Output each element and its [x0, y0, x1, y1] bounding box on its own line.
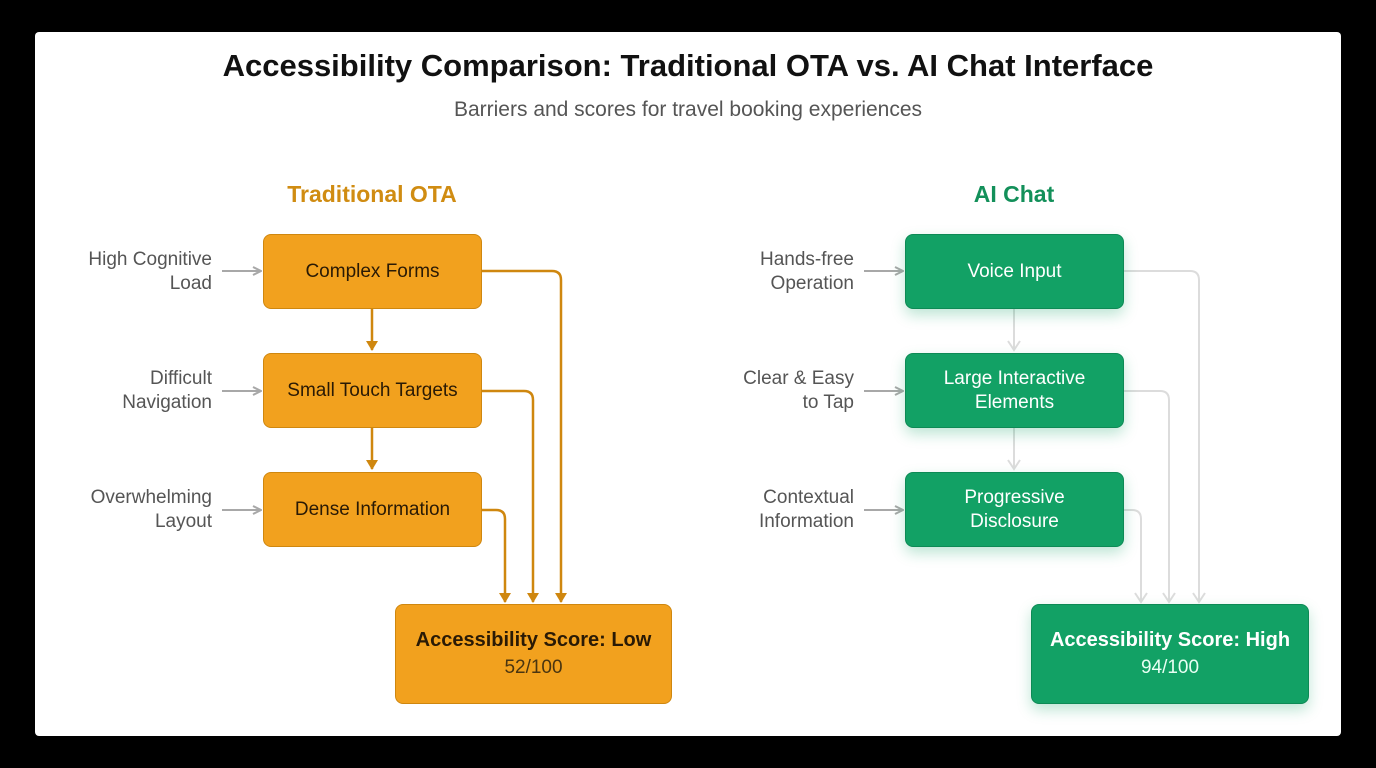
ai-cause-1: Hands-free Operation — [760, 249, 854, 294]
ota-score-label: Accessibility Score: Low — [415, 629, 652, 651]
page-subtitle: Barriers and scores for travel booking e… — [453, 98, 923, 121]
ota-score-value: 52/100 — [504, 657, 563, 678]
ota-heading: Traditional OTA — [287, 181, 457, 207]
ota-score-connector-3 — [482, 508, 511, 603]
ota-score-connector-2 — [482, 389, 539, 603]
page-title: Accessibility Comparison: Traditional OT… — [222, 48, 1154, 83]
ota-cause-2: Difficult Navigation — [122, 368, 212, 413]
ota-cause-3: Overwhelming Layout — [90, 487, 212, 532]
ai-heading: AI Chat — [973, 181, 1055, 207]
ai-cause-3: Contextual Information — [758, 487, 854, 532]
ai-score-connector-1 — [1124, 270, 1206, 604]
ota-node-small-touch-targets: Small Touch Targets — [263, 353, 482, 428]
ota-score-box: Accessibility Score: Low 52/100 — [395, 604, 672, 704]
ota-node-complex-forms: Complex Forms — [263, 234, 482, 309]
ai-score-connector-3 — [1124, 509, 1148, 604]
ai-cause-2: Clear & Easy to Tap — [743, 368, 854, 413]
ai-score-connector-2 — [1124, 390, 1176, 604]
ai-node-progressive-disclosure: Progressive Disclosure — [905, 472, 1124, 547]
ota-score-connector-1 — [482, 269, 567, 603]
ota-cause-1: High Cognitive Load — [88, 249, 212, 294]
ai-score-label: Accessibility Score: High — [1049, 629, 1291, 651]
ai-score-value: 94/100 — [1140, 657, 1200, 678]
ota-node-dense-information: Dense Information — [263, 472, 482, 547]
ai-node-voice-input: Voice Input — [905, 234, 1124, 309]
ai-node-large-interactive-elements: Large Interactive Elements — [905, 353, 1124, 428]
ai-score-box: Accessibility Score: High 94/100 — [1031, 604, 1309, 704]
